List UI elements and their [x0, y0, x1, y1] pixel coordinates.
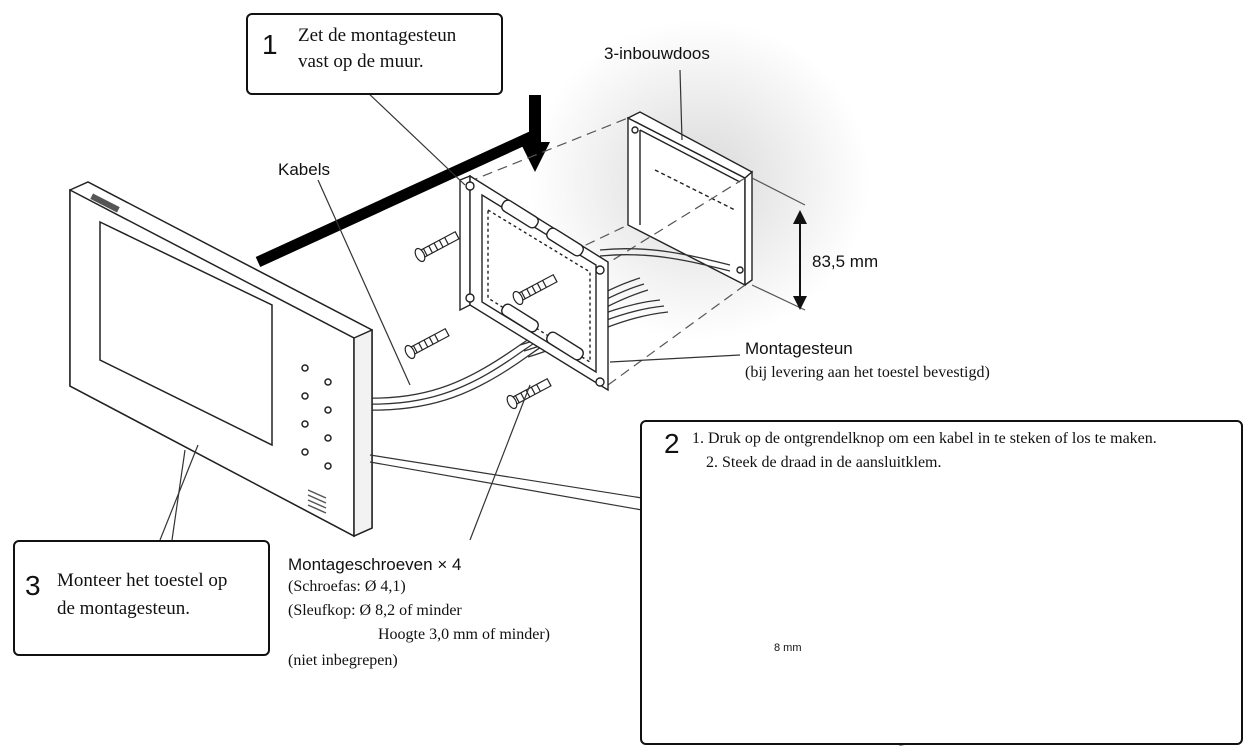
- label-montagesteun-note: (bij levering aan het toestel bevestigd): [745, 364, 990, 381]
- step2-text-line1: 1. Druk op de ontgrendelknop om een kabe…: [692, 430, 1157, 447]
- step2-number: 2: [664, 428, 680, 459]
- label-screws-note: (niet inbegrepen): [288, 652, 398, 669]
- down-arrow-icon: [520, 95, 550, 172]
- label-screws-height: Hoogte 3,0 mm of minder): [378, 626, 550, 643]
- step3-text-line1: Monteer het toestel op: [57, 570, 228, 591]
- screw-icon: [404, 230, 558, 410]
- leader-lines: [159, 69, 741, 541]
- step3-callout: 3 Monteer het toestel op de montagesteun…: [13, 540, 270, 656]
- label-kabels: Kabels: [278, 160, 330, 179]
- strip-length-label: 8 mm: [774, 642, 802, 654]
- step2-callout: 2 1. Druk op de ontgrendelknop om een ka…: [640, 420, 1243, 745]
- label-screws-head: (Sleufkop: Ø 8,2 of minder: [288, 602, 462, 619]
- step3-text-line2: de montagesteun.: [57, 598, 190, 619]
- label-screws-shaft: (Schroefas: Ø 4,1): [288, 578, 406, 595]
- step1-text-line1: Zet de montagesteun: [298, 25, 457, 46]
- junction-box: [626, 111, 754, 287]
- step3-number: 3: [25, 570, 41, 601]
- step2-text-line2: 2. Steek de draad in de aansluitklem.: [706, 454, 942, 471]
- step1-number: 1: [262, 29, 278, 60]
- step1-callout: 1 Zet de montagesteun vast op de muur.: [246, 13, 503, 95]
- label-inbouwdoos: 3-inbouwdoos: [604, 44, 710, 63]
- height-dimension: [793, 210, 807, 310]
- label-screws-title: Montageschroeven × 4: [288, 555, 462, 574]
- monitor-unit: [69, 181, 373, 538]
- label-montagesteun: Montagesteun: [745, 339, 853, 358]
- step1-text-line2: vast op de muur.: [298, 51, 424, 72]
- label-height-dimension: 83,5 mm: [812, 252, 879, 271]
